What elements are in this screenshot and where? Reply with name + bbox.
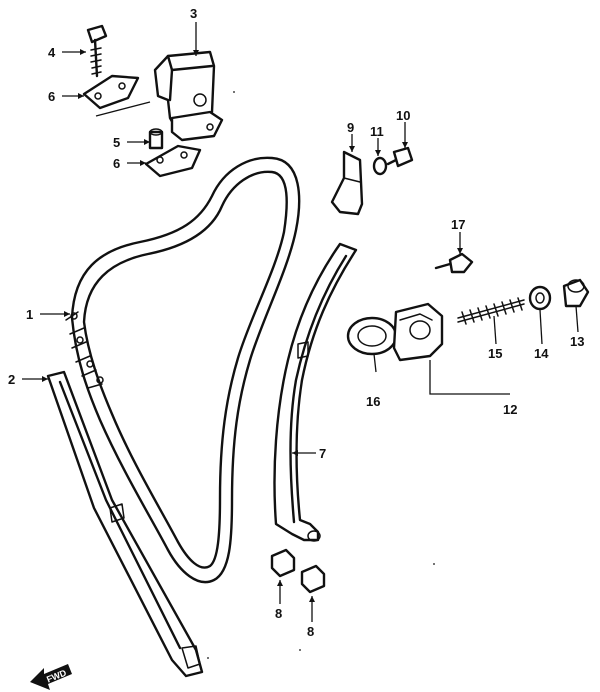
callout-15: 15: [488, 346, 502, 361]
dowel-pin: [148, 128, 164, 150]
rear-chain-guide: [273, 242, 358, 542]
washer-14: [528, 285, 552, 311]
damper-left: [270, 548, 296, 578]
callout-1: 1: [26, 307, 33, 322]
leader-arrowheads: [42, 49, 463, 602]
chain-guide-stopper: [330, 150, 364, 216]
cap-bolt-13: [562, 278, 590, 308]
damper-right: [300, 564, 326, 594]
callout-17: 17: [451, 217, 465, 232]
callout-16: 16: [366, 394, 380, 409]
callout-7: 7: [319, 446, 326, 461]
callout-labels: 3 4 6 5 6 1 2 7 8 8 9 11 10 17 15 14 13 …: [8, 6, 584, 639]
forward-arrow-icon: FWD: [30, 664, 72, 690]
upper-chain-guide-bracket: [153, 50, 224, 142]
cam-chain: [65, 156, 301, 584]
callout-8-left: 8: [275, 606, 282, 621]
callout-13: 13: [570, 334, 584, 349]
plate-lower: [144, 144, 202, 178]
forward-arrow-label: FWD: [45, 667, 68, 684]
front-chain-guide: [46, 370, 204, 678]
tensioner-body: [346, 302, 444, 362]
tensioner-spring: [457, 297, 525, 325]
callout-6-lower: 6: [113, 156, 120, 171]
bolt-10: [386, 146, 414, 168]
callout-11: 11: [370, 124, 384, 139]
callout-6-upper: 6: [48, 89, 55, 104]
callout-5: 5: [113, 135, 120, 150]
washer-11: [372, 156, 388, 176]
plate-upper: [82, 74, 140, 110]
bolt-17: [434, 252, 474, 274]
callout-12: 12: [503, 402, 517, 417]
callout-10: 10: [396, 108, 410, 123]
bolt-top: [86, 24, 108, 78]
callout-9: 9: [347, 120, 354, 135]
scan-specks: [207, 91, 435, 659]
callout-4: 4: [48, 45, 56, 60]
callout-2: 2: [8, 372, 15, 387]
callout-3: 3: [190, 6, 197, 21]
callout-14: 14: [534, 346, 549, 361]
callout-8-right: 8: [307, 624, 314, 639]
